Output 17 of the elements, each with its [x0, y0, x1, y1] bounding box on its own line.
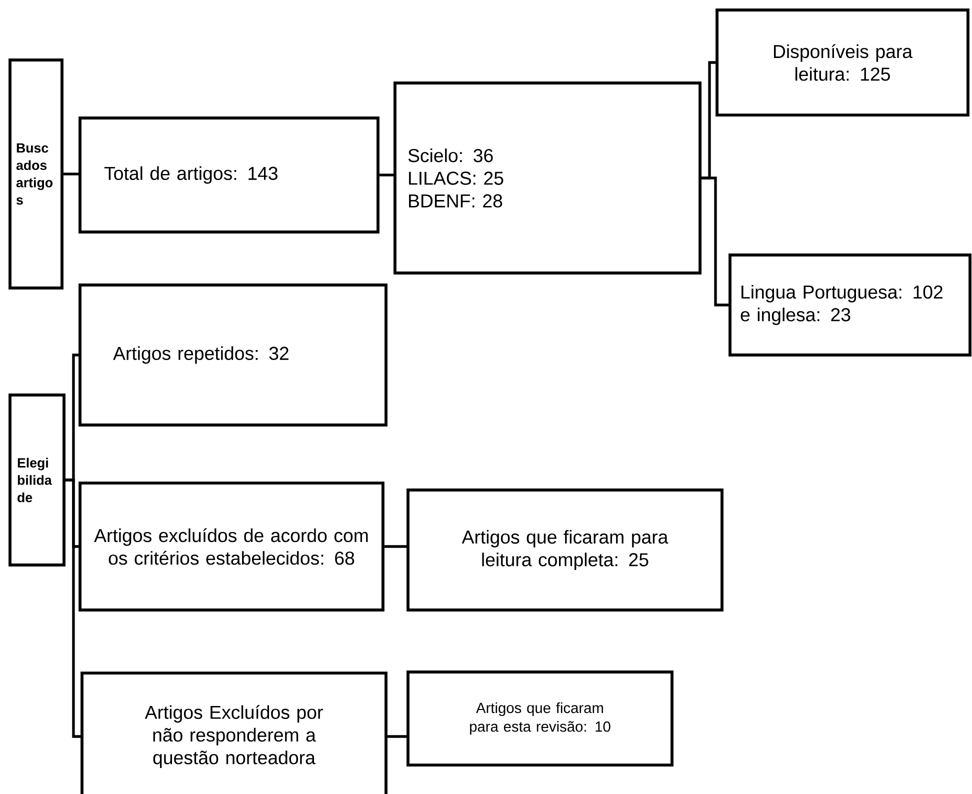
connector-line: [379, 174, 394, 176]
process-box: Scielo: 36 LILACS: 25 BDENF: 28: [394, 82, 702, 274]
connector-line: [387, 735, 407, 738]
process-box: Artigos repetidos: 32: [78, 284, 388, 426]
connector-line: [702, 176, 729, 306]
process-box: Disponíveis para leitura: 125: [716, 8, 970, 116]
process-box: Artigos que ficaram para leitura completa: 25: [406, 488, 724, 612]
process-box: Artigos Excluídos por não responderem a questão norteadora: [80, 672, 388, 794]
process-box: Lingua Portuguesa: 102 e inglesa: 23: [728, 254, 972, 356]
connector-line: [384, 545, 407, 548]
connector-line: [65, 478, 81, 738]
connector-line: [63, 172, 79, 176]
process-box: Artigos que ficaram para esta revisão: 10: [406, 670, 674, 767]
process-box: Total de artigos: 143: [78, 116, 380, 234]
stage-label-box: Buscados artigos: [8, 58, 64, 290]
process-box: Artigos excluídos de acordo com os critérios estabelecidos: 68: [78, 482, 384, 612]
stage-label-box: Elegibilidade: [8, 394, 66, 566]
